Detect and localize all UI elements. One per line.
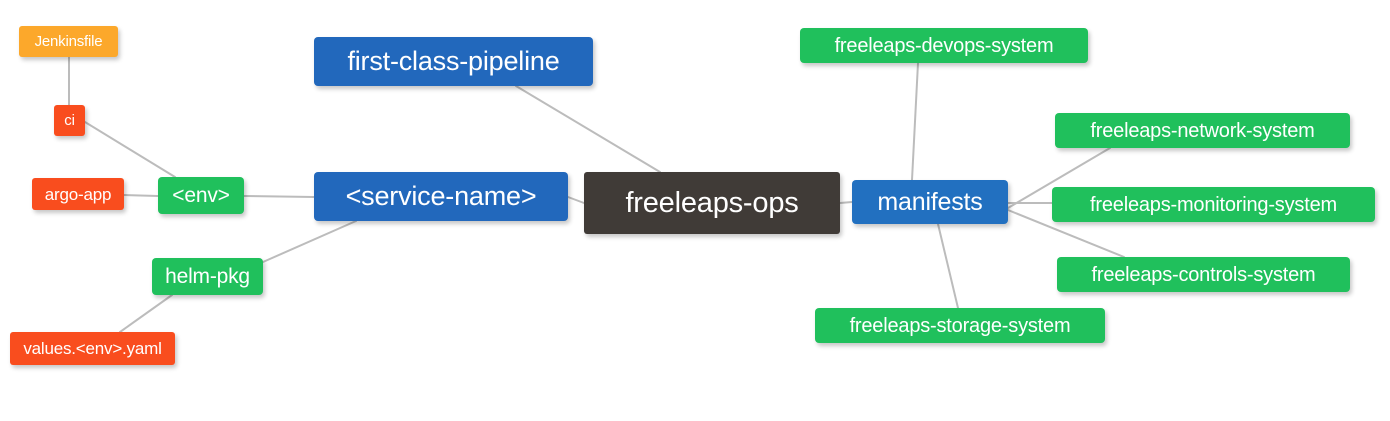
node-freeleaps-network-system[interactable]: freeleaps-network-system (1055, 113, 1350, 148)
node-jenkinsfile[interactable]: Jenkinsfile (19, 26, 118, 57)
node-freeleaps-devops-system[interactable]: freeleaps-devops-system (800, 28, 1088, 63)
edge-service-name-to-helm-pkg (262, 220, 357, 263)
node-helm-pkg[interactable]: helm-pkg (152, 258, 263, 295)
edge-env-to-argo-app (123, 194, 159, 197)
node-freeleaps-controls-system[interactable]: freeleaps-controls-system (1057, 257, 1350, 292)
node-service-name[interactable]: <service-name> (314, 172, 568, 221)
node-first-class-pipeline[interactable]: first-class-pipeline (314, 37, 593, 86)
edge-freeleaps-ops-to-first-class-pipeline (515, 85, 661, 173)
node-argo-app[interactable]: argo-app (32, 178, 124, 210)
edge-service-name-to-env (243, 195, 315, 198)
edge-manifests-to-freeleaps-storage-system (937, 223, 959, 309)
node-values-yaml[interactable]: values.<env>.yaml (10, 332, 175, 365)
edge-manifests-to-freeleaps-devops-system (911, 62, 919, 181)
edge-freeleaps-ops-to-service-name (567, 196, 585, 204)
edge-freeleaps-ops-to-manifests (839, 201, 853, 204)
node-freeleaps-monitoring-system[interactable]: freeleaps-monitoring-system (1052, 187, 1375, 222)
edge-helm-pkg-to-values-yaml (119, 294, 173, 333)
node-freeleaps-storage-system[interactable]: freeleaps-storage-system (815, 308, 1105, 343)
node-manifests[interactable]: manifests (852, 180, 1008, 224)
node-freeleaps-ops[interactable]: freeleaps-ops (584, 172, 840, 234)
node-env[interactable]: <env> (158, 177, 244, 214)
node-ci[interactable]: ci (54, 105, 85, 136)
edge-env-to-ci (84, 121, 176, 178)
